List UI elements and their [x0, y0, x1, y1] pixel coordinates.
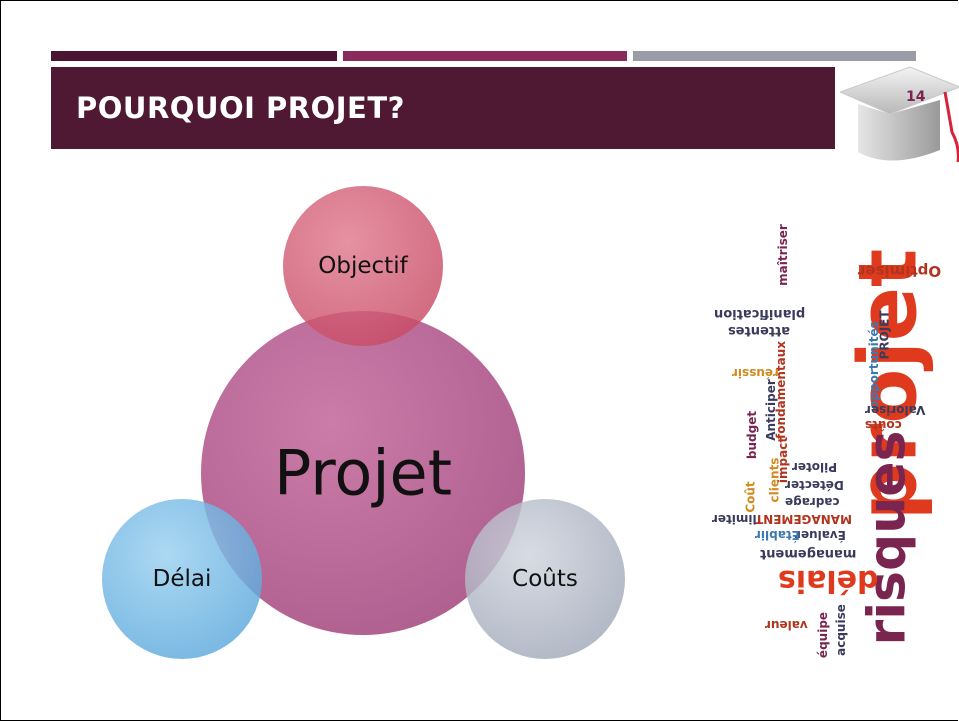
- word-valeur: valeur: [765, 618, 808, 632]
- header-stripe-2: [343, 51, 627, 61]
- graduation-cap-icon: [840, 66, 959, 163]
- word-cout: Coût: [743, 481, 758, 513]
- word-cadrage: cadrage: [785, 495, 840, 509]
- word-clients: clients: [767, 457, 782, 503]
- header-stripe-3: [633, 51, 916, 61]
- page-number: 14: [906, 89, 926, 105]
- word-detecter: Détecter: [785, 478, 844, 492]
- word-risques: risques: [857, 430, 918, 646]
- title-band: POURQUOI PROJET?: [51, 67, 835, 149]
- word-etablir: Établir: [755, 528, 800, 542]
- word-piloter: Piloter: [792, 460, 838, 474]
- word-planification: planification: [714, 306, 806, 321]
- word-cloud: projet risques délais Optimiser maîtrise…: [700, 178, 959, 678]
- word-acquise: acquise: [833, 604, 848, 656]
- word-maitriser: maîtriser: [775, 224, 790, 286]
- word-evaluer: Évaluer: [795, 528, 846, 542]
- slide-title: POURQUOI PROJET?: [76, 91, 405, 125]
- label-couts: Coûts: [512, 566, 578, 592]
- word-projet-caps: PROJET: [877, 310, 892, 360]
- header-stripe-1: [51, 51, 337, 61]
- label-delai: Délai: [152, 566, 212, 592]
- word-attentes: attentes: [728, 323, 791, 338]
- label-objectif: Objectif: [318, 253, 408, 279]
- word-budget: budget: [745, 410, 760, 460]
- circle-objectif: [283, 186, 443, 346]
- word-limiter: limiter: [712, 512, 757, 526]
- word-valoriser: Valoriser: [865, 403, 926, 417]
- circle-projet: [201, 311, 525, 635]
- word-optimiser: Optimiser: [858, 262, 942, 280]
- venn-diagram: Projet Objectif Délai Coûts: [90, 180, 650, 680]
- word-management: management: [760, 546, 857, 561]
- word-couts: coûts: [865, 418, 902, 432]
- label-projet: Projet: [273, 436, 453, 510]
- circle-delai: [102, 499, 262, 659]
- word-anticiper: Anticiper: [763, 379, 778, 441]
- word-equipe: équipe: [816, 611, 831, 659]
- circle-couts: [465, 499, 625, 659]
- word-management-caps: MANAGEMENT: [755, 512, 852, 526]
- word-delais: délais: [778, 563, 879, 598]
